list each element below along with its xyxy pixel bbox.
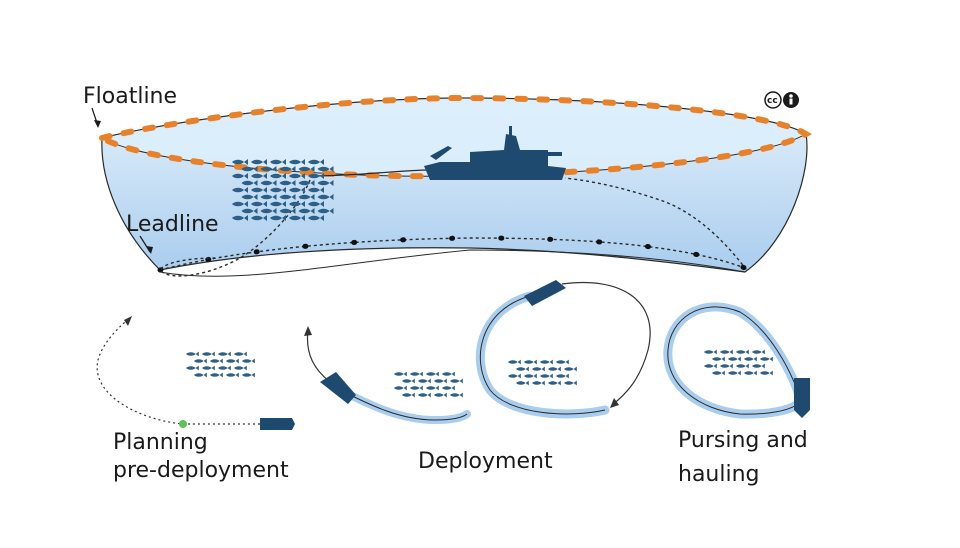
- fish-icon: [744, 370, 757, 376]
- fishing-vessel: [424, 126, 566, 180]
- planning-path: [96, 317, 260, 425]
- start-marker: [179, 420, 187, 428]
- stage-deployment: Deployment: [304, 280, 651, 474]
- fish-icon: [564, 380, 577, 386]
- fish-icon: [234, 351, 247, 357]
- fish-icon: [426, 371, 439, 377]
- deploy-vessel-1: [320, 372, 356, 404]
- net-bottom-line: [159, 249, 746, 277]
- fish-icon: [556, 359, 569, 365]
- fish-icon: [540, 373, 553, 379]
- deploy-vessel-2: [524, 280, 566, 306]
- planning-label-line2: pre-deployment: [113, 458, 289, 483]
- fish-icon: [418, 378, 431, 384]
- fish-icon: [524, 359, 537, 365]
- fish-icon: [532, 366, 545, 372]
- tow-line: [309, 169, 431, 177]
- fish-icon: [194, 372, 207, 378]
- stage-pursing: Pursing and hauling: [663, 302, 810, 487]
- fish-icon: [402, 392, 415, 398]
- fish-icon: [226, 372, 239, 378]
- fish-school-deploy-1: [394, 371, 463, 398]
- fish-icon: [720, 349, 733, 355]
- fish-icon: [752, 363, 765, 369]
- fish-icon: [720, 363, 733, 369]
- net-curve-left: [159, 179, 311, 277]
- fish-icon: [728, 370, 741, 376]
- pursing-label-line2: hauling: [678, 462, 760, 487]
- fish-icon: [410, 385, 423, 391]
- fish-icon: [704, 349, 717, 355]
- fish-icon: [186, 365, 199, 371]
- cc-icon: [764, 91, 782, 109]
- fish-icon: [242, 358, 255, 364]
- pursing-vessel: [794, 378, 810, 418]
- fish-icon: [210, 372, 223, 378]
- fish-icon: [410, 371, 423, 377]
- fish-icon: [516, 380, 529, 386]
- fish-icon: [434, 392, 447, 398]
- water-surface: [102, 98, 806, 177]
- fish-icon: [516, 366, 529, 372]
- floatline-floats: [94, 94, 812, 180]
- fish-icon: [540, 359, 553, 365]
- fish-icon: [744, 356, 757, 362]
- fish-school-pursing: [704, 349, 773, 376]
- pursing-label-line1: Pursing and: [678, 428, 808, 453]
- license-badge: cc: [764, 91, 799, 109]
- fish-icon: [434, 378, 447, 384]
- fish-icon: [202, 365, 215, 371]
- fish-icon: [548, 366, 561, 372]
- planning-vessel: [260, 418, 295, 430]
- cc-icon-text: cc: [767, 96, 778, 106]
- fish-icon: [508, 359, 521, 365]
- fish-icon: [704, 363, 717, 369]
- fish-icon: [736, 349, 749, 355]
- stage-planning: Planning pre-deployment: [96, 316, 295, 483]
- fish-icon: [760, 356, 773, 362]
- planning-label-line1: Planning: [113, 430, 208, 455]
- fish-icon: [186, 351, 199, 357]
- fish-icon: [242, 372, 255, 378]
- fish-icon: [442, 371, 455, 377]
- fish-icon: [532, 380, 545, 386]
- fish-icon: [194, 358, 207, 364]
- main-net-illustration: Floatline Leadline cc: [83, 84, 812, 277]
- fish-icon: [760, 370, 773, 376]
- leadline-label: Leadline: [126, 212, 219, 237]
- fish-icon: [548, 380, 561, 386]
- fish-icon: [394, 371, 407, 377]
- fish-school-deploy-2: [508, 359, 577, 386]
- fish-icon: [508, 373, 521, 379]
- fish-icon: [712, 370, 725, 376]
- fish-icon: [752, 349, 765, 355]
- fish-icon: [202, 351, 215, 357]
- fish-icon: [218, 351, 231, 357]
- fish-icon: [728, 356, 741, 362]
- fish-icon: [524, 373, 537, 379]
- fish-icon: [218, 365, 231, 371]
- fish-school-planning: [186, 351, 255, 378]
- fish-icon: [234, 365, 247, 371]
- floatline-label: Floatline: [83, 84, 177, 109]
- fish-icon: [556, 373, 569, 379]
- fish-icon: [712, 356, 725, 362]
- fish-icon: [564, 366, 577, 372]
- fish-icon: [450, 392, 463, 398]
- fish-icon: [394, 385, 407, 391]
- leadline-rope: [159, 177, 748, 271]
- fish-icon: [402, 378, 415, 384]
- fish-icon: [450, 378, 463, 384]
- fish-icon: [736, 363, 749, 369]
- fish-icon: [210, 358, 223, 364]
- fish-icon: [226, 358, 239, 364]
- fish-icon: [418, 392, 431, 398]
- fish-icon: [426, 385, 439, 391]
- fish-icon: [442, 385, 455, 391]
- deployment-label: Deployment: [418, 449, 553, 474]
